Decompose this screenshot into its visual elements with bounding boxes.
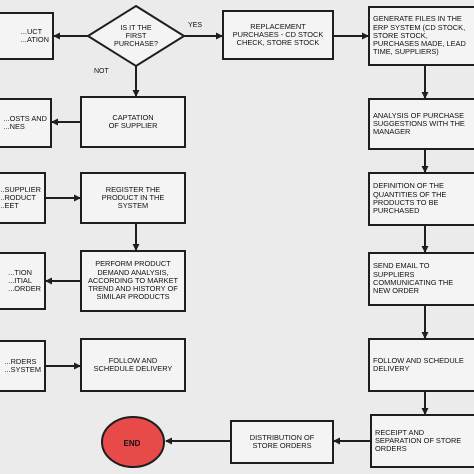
box-distribution-store-orders: DISTRIBUTION OF STORE ORDERS: [230, 420, 334, 464]
end-label: END: [123, 438, 141, 448]
box-generate-files: GENERATE FILES IN THE ERP SYSTEM (CD STO…: [368, 6, 474, 66]
end-terminal: [101, 416, 165, 468]
no-label: NOT: [94, 68, 109, 75]
box-send-email: SEND EMAIL TO SUPPLIERS COMMUNICATING TH…: [368, 252, 474, 306]
box-costs: ...OSTS AND ...NES: [0, 98, 52, 148]
box-register-product: REGISTER THE PRODUCT IN THE SYSTEM: [80, 172, 186, 224]
box-receipt-separation: RECEIPT AND SEPARATION OF STORE ORDERS: [370, 414, 474, 468]
box-definition-of-quantities: DEFINITION OF THE QUANTITIES OF THE PROD…: [368, 172, 474, 226]
box-analysis-of-purchase: ANALYSIS OF PURCHASE SUGGESTIONS WITH TH…: [368, 98, 474, 150]
box-replacement-purchases: REPLACEMENT PURCHASES - CD STOCK CHECK, …: [222, 10, 334, 60]
box-demand-analysis: PERFORM PRODUCT DEMAND ANALYSIS, ACCORDI…: [80, 250, 186, 312]
box-orders-system: ...RDERS ...SYSTEM: [0, 340, 46, 392]
yes-label: YES: [188, 22, 203, 29]
box-supplier-product: ...SUPPLIER ...RODUCT ...EET: [0, 172, 46, 224]
box-follow-schedule-right: FOLLOW AND SCHEDULE DELIVERY: [368, 338, 474, 392]
box-initial-order: ...TION ...ITIAL ...ORDER: [0, 252, 46, 310]
box-captation-of-supplier: CAPTATION OF SUPPLIER: [80, 96, 186, 148]
decision-question: IS IT THE FIRST PURCHASE?: [114, 22, 158, 49]
box-top-left: ...UCT ...ATION: [0, 12, 54, 60]
box-follow-schedule-left: FOLLOW AND SCHEDULE DELIVERY: [80, 338, 186, 392]
